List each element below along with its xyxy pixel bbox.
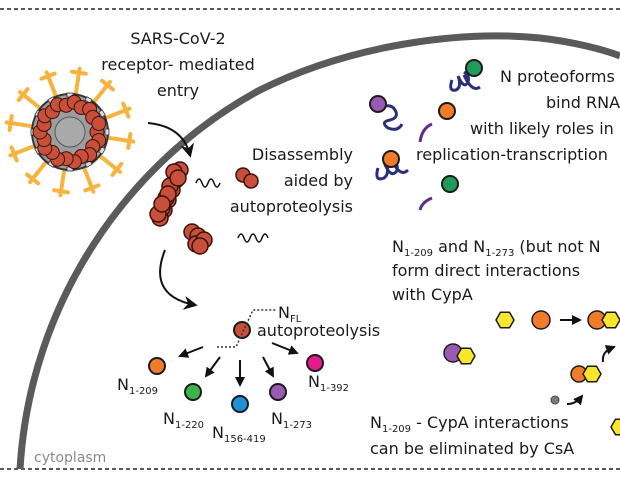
n-1-392-label: N1-392 bbox=[308, 372, 349, 394]
svg-text:bind RNA: bind RNA bbox=[546, 93, 620, 112]
spike-protein bbox=[31, 160, 48, 181]
cypa-interactions bbox=[443, 310, 620, 436]
entry-arrow bbox=[147, 122, 195, 158]
cytoplasm-label: cytoplasm bbox=[34, 450, 106, 466]
nucleocapsid-unit bbox=[169, 169, 187, 187]
cypa-with-n-1-273 bbox=[456, 347, 476, 365]
disassembly-label: Disassembly aided by autoproteolysis bbox=[230, 145, 353, 216]
svg-text:with CypA: with CypA bbox=[392, 285, 473, 304]
n-1-209-label: N1-209 bbox=[117, 375, 158, 397]
svg-text:N1-209 and N1-273 (but not N: N1-209 and N1-273 (but not N bbox=[392, 237, 601, 259]
cleavage-site-line bbox=[217, 309, 277, 348]
n-1-209-protein bbox=[148, 357, 166, 375]
n-156-419-protein bbox=[231, 395, 249, 413]
entry-label: SARS-CoV-2 receptor- mediated entry bbox=[101, 29, 254, 100]
membrane-protein bbox=[84, 160, 93, 168]
n-1-220-protein bbox=[184, 383, 202, 401]
membrane-protein bbox=[104, 128, 110, 136]
to-proteolysis-arrow bbox=[159, 249, 198, 310]
viral-core bbox=[54, 116, 86, 148]
spike-protein bbox=[13, 144, 36, 156]
svg-text:N1-209 - CypA interactions: N1-209 - CypA interactions bbox=[370, 413, 569, 435]
cypa-csa bbox=[610, 418, 620, 436]
svg-text:entry: entry bbox=[157, 81, 199, 100]
n-156-419-label: N156-419 bbox=[212, 423, 266, 445]
svg-text:form direct interactions: form direct interactions bbox=[392, 261, 580, 280]
svg-text:SARS-CoV-2: SARS-CoV-2 bbox=[130, 29, 225, 48]
spike-protein bbox=[82, 166, 94, 189]
cypa-interaction-label: N1-209 and N1-273 (but not N form direct… bbox=[392, 237, 601, 304]
arrow-to-n-1-220 bbox=[204, 356, 221, 378]
spike-protein bbox=[59, 169, 67, 192]
nucleocapsid-disassembly bbox=[149, 161, 259, 255]
release-arrow bbox=[601, 345, 616, 363]
arrow-to-n-1-392 bbox=[271, 342, 299, 355]
rna-bound-proteoforms bbox=[369, 59, 483, 211]
arrow-to-n-1-273 bbox=[262, 356, 274, 378]
orange-proteoform-rna bbox=[438, 102, 456, 120]
spike-head bbox=[121, 101, 132, 119]
csa-label: N1-209 - CypA interactions can be elimin… bbox=[370, 413, 574, 458]
spike-head bbox=[70, 66, 88, 76]
autoproteolysis-label: autoproteolysis bbox=[257, 321, 380, 340]
spike-head bbox=[8, 145, 19, 163]
virus-particle bbox=[4, 66, 136, 198]
spike-protein bbox=[21, 93, 42, 110]
csa-arrow bbox=[566, 394, 584, 406]
svg-text:with likely roles in: with likely roles in bbox=[470, 119, 614, 138]
cypa-free bbox=[495, 311, 515, 329]
n-1-209-free bbox=[531, 310, 551, 330]
svg-text:replication-transcription: replication-transcription bbox=[416, 145, 608, 164]
spike-head bbox=[110, 161, 124, 177]
spike-protein bbox=[104, 108, 127, 120]
green-proteoform-rna-2 bbox=[441, 175, 459, 193]
membrane-protein bbox=[84, 96, 93, 104]
n-1-392-protein bbox=[306, 354, 324, 372]
nucleocapsid-unit bbox=[191, 237, 209, 255]
csa-molecule bbox=[550, 395, 560, 405]
svg-text:aided by: aided by bbox=[284, 171, 353, 190]
released-n-protein bbox=[243, 173, 259, 189]
nucleocapsid-unit bbox=[91, 116, 107, 132]
svg-text:Disassembly: Disassembly bbox=[252, 145, 353, 164]
spike-protein bbox=[10, 121, 33, 129]
cypa-complex bbox=[582, 365, 602, 383]
svg-text:receptor- mediated: receptor- mediated bbox=[101, 55, 254, 74]
spike-protein bbox=[92, 83, 109, 104]
n-1-273-label: N1-273 bbox=[271, 409, 312, 431]
rna-binding-label: N proteoforms bind RNA with likely roles… bbox=[416, 67, 620, 164]
spike-head bbox=[16, 87, 30, 103]
svg-text:N proteoforms: N proteoforms bbox=[500, 67, 615, 86]
rna-squiggle-2 bbox=[237, 233, 269, 243]
membrane-protein bbox=[98, 109, 106, 118]
svg-text:autoproteolysis: autoproteolysis bbox=[230, 197, 353, 216]
arrow-to-n-1-209 bbox=[178, 346, 204, 358]
spike-head bbox=[126, 132, 136, 150]
orange-proteoform-rna-2 bbox=[382, 150, 400, 168]
spike-head bbox=[4, 114, 14, 132]
membrane-protein bbox=[98, 146, 106, 155]
n-fl-protein bbox=[233, 321, 251, 339]
cypa-bound bbox=[601, 311, 620, 329]
spike-head bbox=[25, 172, 41, 186]
spike-protein bbox=[73, 72, 81, 95]
svg-text:can be eliminated by CsA: can be eliminated by CsA bbox=[370, 439, 574, 458]
n-fl-label: NFL bbox=[278, 303, 302, 325]
spike-protein bbox=[107, 135, 130, 143]
cell-membrane bbox=[16, 32, 620, 470]
rna-squiggle-1 bbox=[195, 178, 221, 188]
spike-protein bbox=[46, 75, 58, 98]
spike-head bbox=[52, 188, 70, 198]
green-proteoform-rna bbox=[465, 59, 483, 77]
nucleocapsid-unit bbox=[153, 195, 171, 213]
spike-head bbox=[99, 78, 115, 92]
spike-head bbox=[83, 183, 101, 194]
purple-proteoform-rna bbox=[369, 95, 387, 113]
n-1-273-protein bbox=[269, 383, 287, 401]
n-1-220-label: N1-220 bbox=[163, 409, 204, 431]
spike-protein bbox=[98, 154, 119, 171]
spike-head bbox=[39, 70, 57, 81]
